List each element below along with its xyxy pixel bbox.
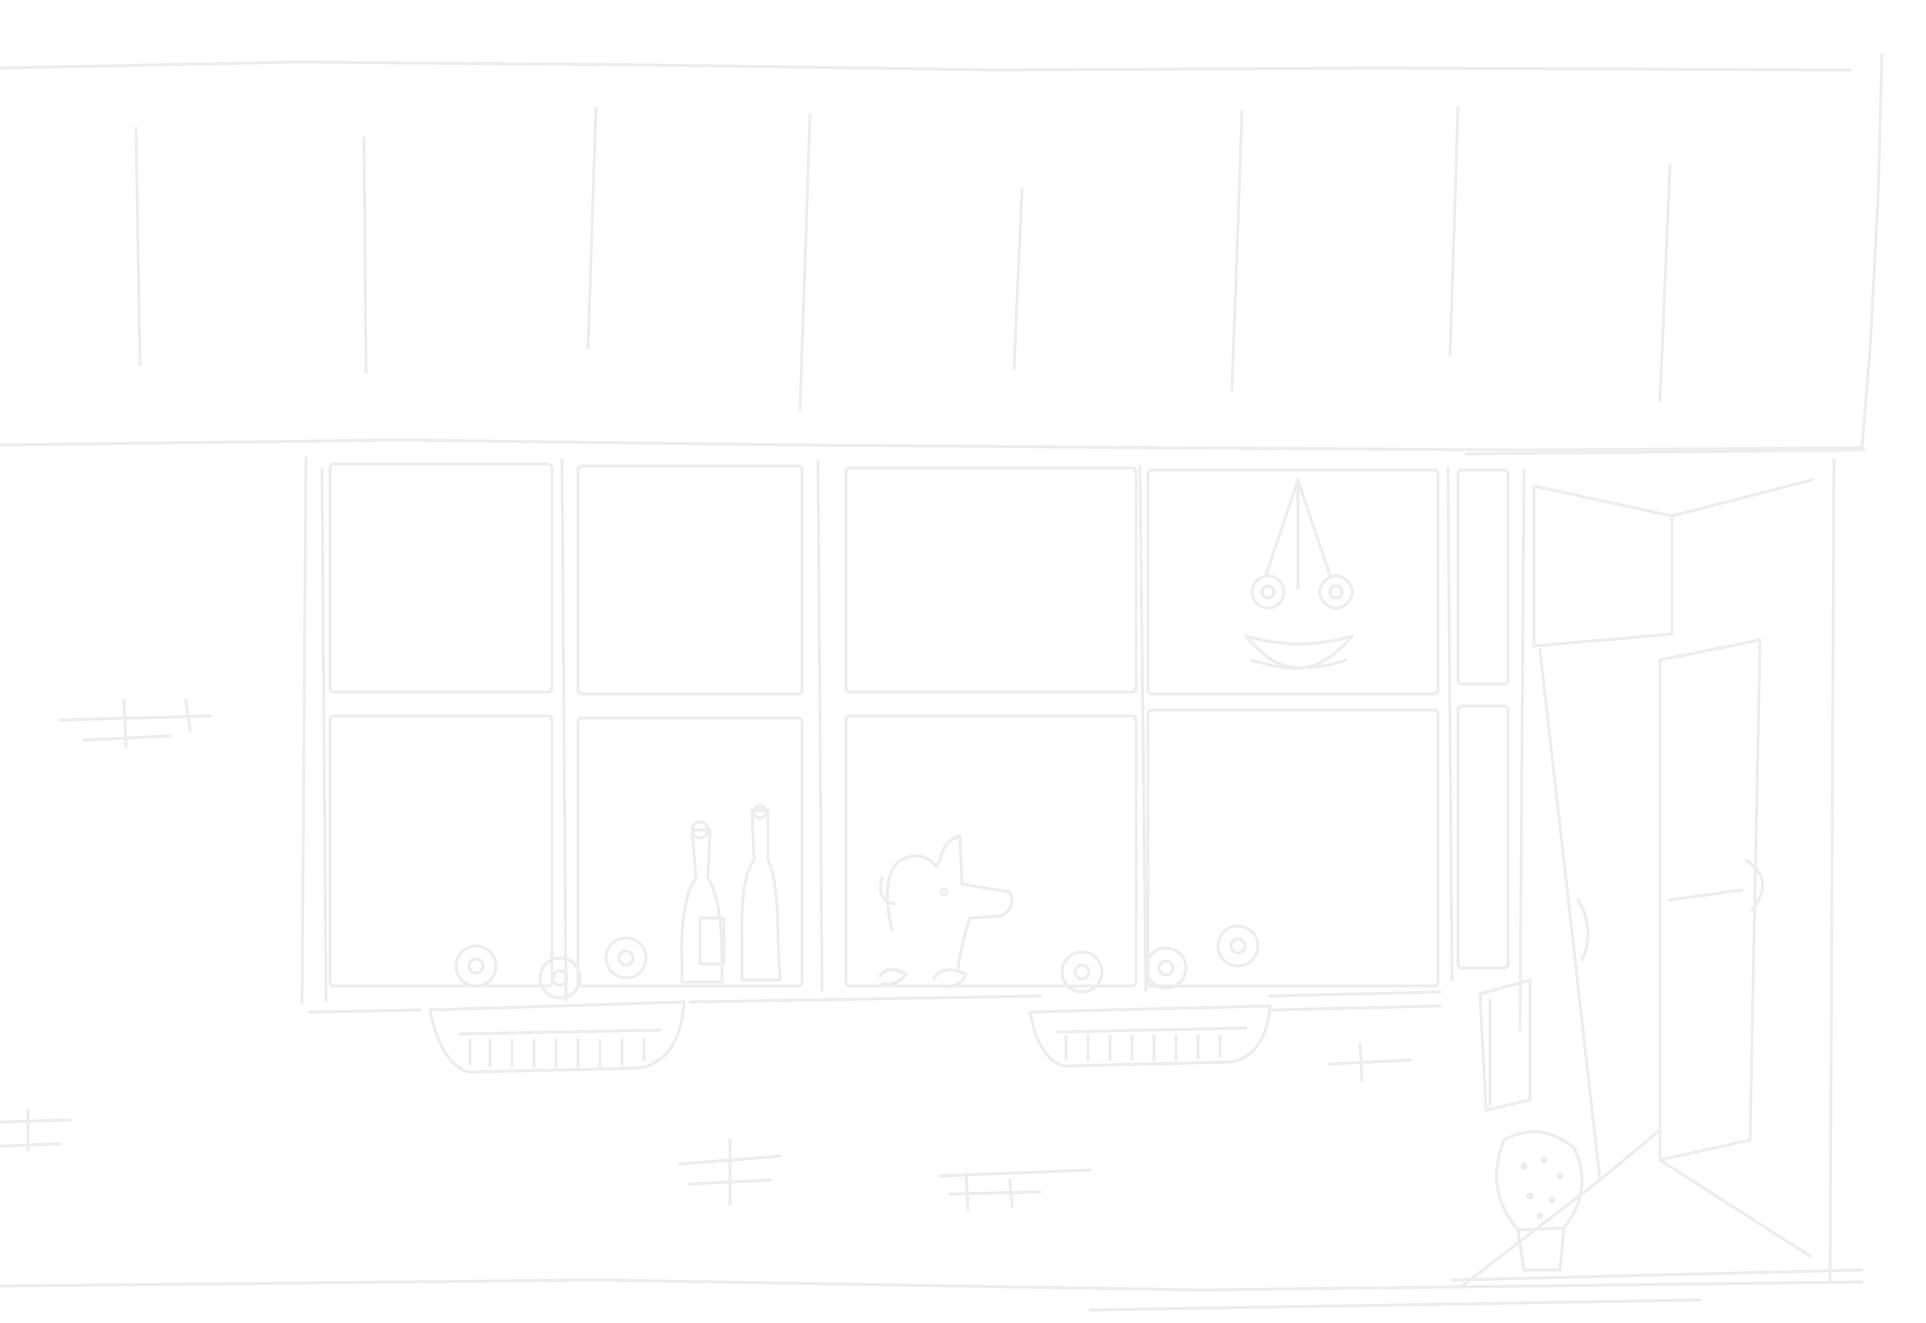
dog — [878, 834, 1014, 989]
awning — [0, 53, 1884, 452]
potted-plant — [1495, 1130, 1584, 1272]
wine-bottle — [680, 804, 782, 984]
flower-box — [428, 924, 1272, 1074]
storefront-window — [300, 456, 1510, 1014]
open-door — [1450, 448, 1866, 1288]
hanging-flower-basket — [1244, 478, 1354, 670]
brick-marks — [0, 698, 1864, 1312]
